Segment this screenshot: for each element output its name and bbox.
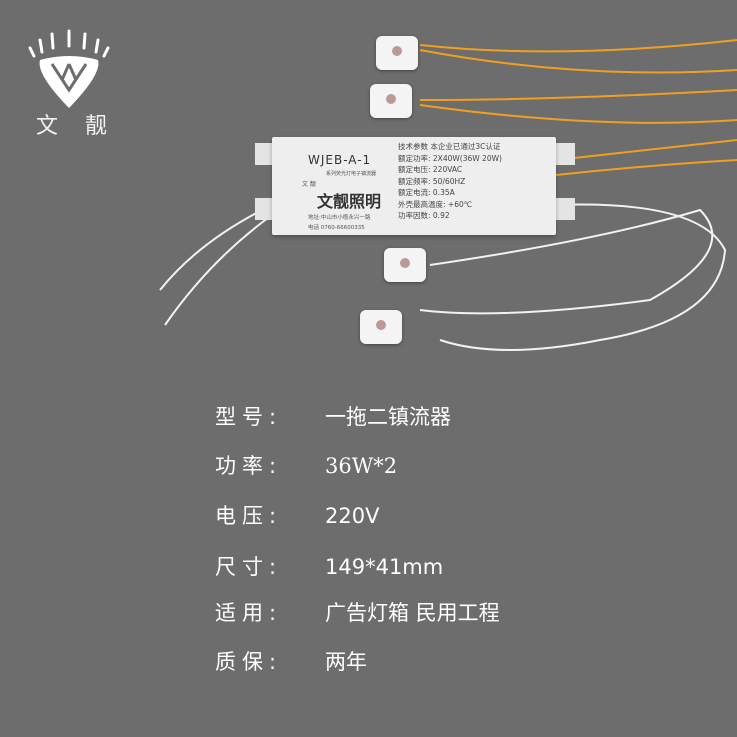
connector-plug [376, 36, 418, 70]
brand-logo-icon [28, 29, 110, 108]
ballast-spec-line: 额定频率: 50/60HZ [398, 176, 466, 186]
ballast-spec-line: 技术参数 本企业已通过3C认证 [398, 142, 501, 151]
spec-row-model: 型号: 一拖二镇流器 [215, 401, 451, 431]
spec-row-power: 功率: 36W*2 [215, 450, 397, 480]
spec-value: 一拖二镇流器 [325, 405, 451, 429]
spec-row-voltage: 电压: 220V [215, 500, 379, 530]
spec-label: 功率: [215, 454, 283, 478]
spec-value: 220V [325, 504, 380, 528]
spec-row-size: 尺寸: 149*41mm [215, 551, 443, 581]
connector-plug [360, 310, 402, 344]
ballast-label: 文 靓 WJEB-A-1 系列荧光灯电子镇流器 文靓照明 地址:中山市小榄永兴一… [272, 137, 556, 235]
spec-row-application: 适用: 广告灯箱 民用工程 [215, 597, 500, 627]
spec-label: 质保: [215, 650, 283, 674]
ballast-spec-line: 外壳最高温度: +60℃ [398, 199, 473, 209]
spec-value: 36W*2 [325, 454, 398, 478]
ballast-phone: 电话 0760-66600335 [308, 225, 365, 231]
spec-row-warranty: 质保: 两年 [215, 646, 367, 676]
spec-value: 广告灯箱 民用工程 [325, 601, 500, 625]
ballast-brand: 文靓照明 [317, 192, 382, 211]
spec-label: 尺寸: [215, 555, 283, 579]
spec-value: 两年 [325, 650, 367, 674]
ballast-logo-text: 文 靓 [302, 181, 316, 188]
ballast-spec-line: 额定电压: 220VAC [398, 165, 463, 174]
ballast-subtitle: 系列荧光灯电子镇流器 [326, 171, 377, 177]
spec-label: 型号: [215, 405, 283, 429]
spec-value: 149*41mm [325, 555, 444, 579]
ballast-address: 地址:中山市小榄永兴一路 [308, 215, 371, 221]
connector-plug [370, 84, 412, 118]
ballast-spec-line: 额定电流: 0.35A [398, 188, 455, 197]
ballast-spec-line: 额定功率: 2X40W(36W 20W) [398, 153, 502, 163]
ballast-model: WJEB-A-1 [308, 153, 372, 167]
spec-label: 电压: [215, 504, 283, 528]
brand-name: 文 靓 [36, 114, 117, 139]
ballast-specs: 技术参数 本企业已通过3C认证 额定功率: 2X40W(36W 20W) 额定电… [398, 141, 502, 222]
connector-plug [384, 248, 426, 282]
spec-label: 适用: [215, 601, 283, 625]
ballast-spec-line: 功率因数: 0.92 [398, 211, 450, 220]
